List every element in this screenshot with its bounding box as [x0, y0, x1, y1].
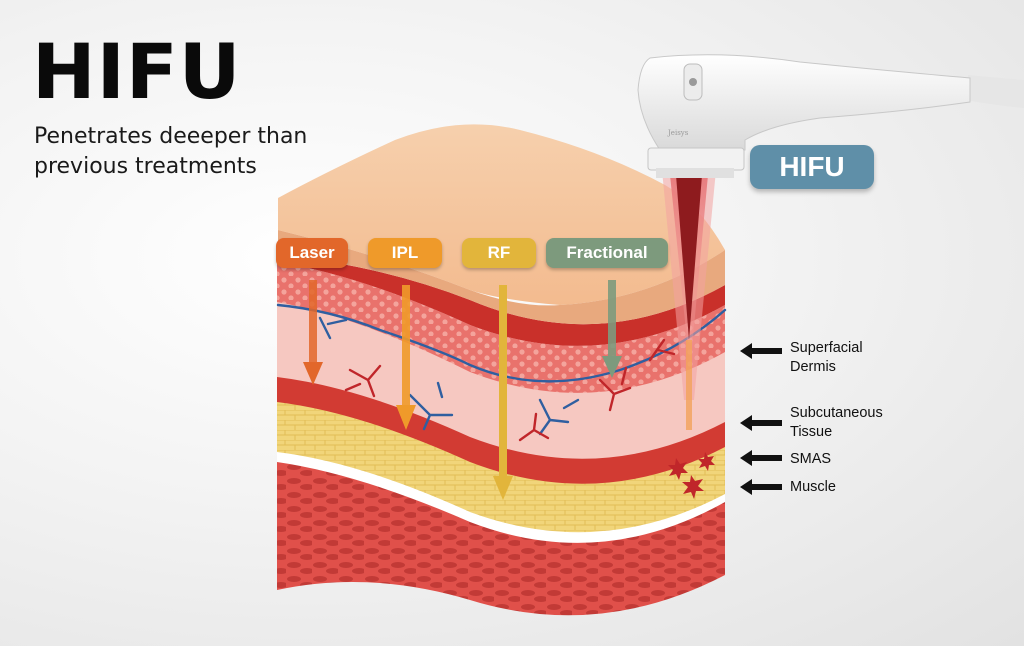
treatment-pill-rf: RF	[462, 238, 536, 268]
subcutaneous-layer	[277, 400, 725, 533]
treatment-pill-laser: Laser	[276, 238, 348, 268]
hifu-badge: HIFU	[750, 145, 874, 189]
treatment-pill-ipl: IPL	[368, 238, 442, 268]
layer-arrows	[740, 343, 782, 495]
blood-vessels	[276, 303, 727, 442]
hifu-beam	[662, 170, 716, 499]
page-title: HIFU	[32, 27, 242, 116]
treatment-pill-fractional: Fractional	[546, 238, 668, 268]
page-subtitle: Penetrates deeeper than previous treatme…	[34, 124, 308, 179]
muscle-layer	[277, 458, 725, 616]
hifu-handpiece: Jeisys	[637, 54, 1024, 178]
layer-label-muscle: Muscle	[790, 479, 836, 495]
device-brand-label: Jeisys	[667, 129, 689, 137]
smas-layer	[277, 452, 725, 543]
treatment-arrows	[303, 280, 622, 500]
dermis-layer	[277, 300, 725, 459]
layer-label-smas: SMAS	[790, 451, 832, 467]
